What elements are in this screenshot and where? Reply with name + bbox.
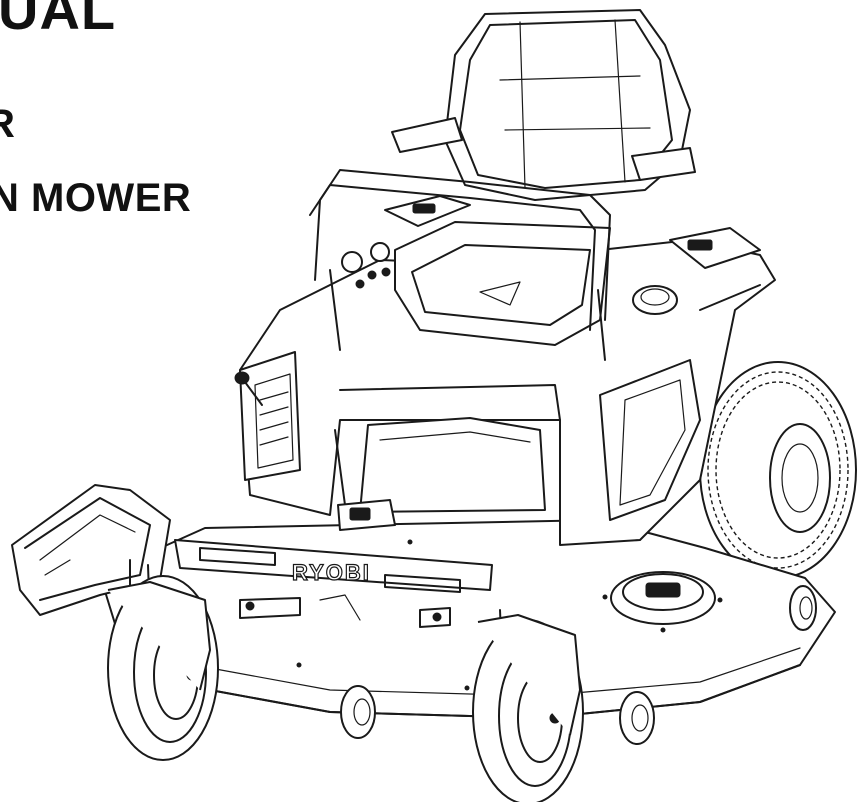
height-adjust-lever (234, 351, 301, 481)
rear-right-wheel (699, 361, 857, 579)
deck-linkage (239, 594, 451, 628)
mower-body (239, 195, 776, 546)
front-bumper: RYOBI (174, 499, 493, 593)
front-left-caster-wheel (107, 559, 219, 761)
title-line-1: UAL (0, 0, 117, 41)
title-line-2: R (0, 102, 15, 146)
control-levers (329, 269, 606, 361)
brand-logo: RYOBI (292, 560, 371, 585)
anti-scalp-roller-right (619, 691, 655, 745)
anti-scalp-roller-left (340, 685, 376, 739)
front-right-caster-wheel (472, 609, 584, 802)
anti-scalp-roller-rear (789, 585, 817, 631)
seat (309, 9, 696, 346)
title-line-3: N MOWER (0, 176, 192, 220)
